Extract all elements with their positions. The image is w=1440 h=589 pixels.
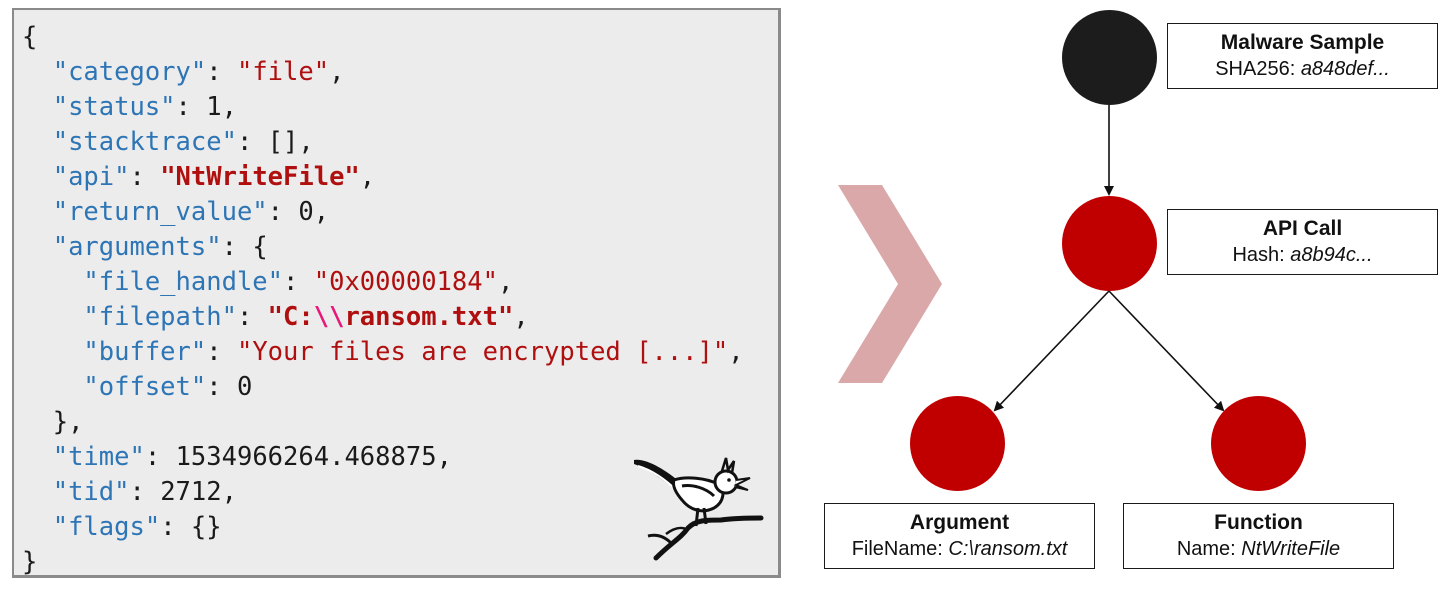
code-line: "offset": 0 — [83, 372, 253, 402]
code-line: "file_handle": "0x00000184", — [83, 267, 514, 297]
label-title: Function — [1214, 511, 1303, 534]
json-code-panel: { "category": "file", "status": 1, "stac… — [12, 8, 781, 578]
label-api-call: API Call Hash: a8b94c... — [1167, 209, 1438, 275]
code-line: }, — [52, 407, 84, 437]
label-title: Argument — [909, 511, 1010, 534]
label-malware-sample: Malware Sample SHA256: a848def... — [1167, 23, 1438, 89]
label-subtitle: Name: NtWriteFile — [1176, 538, 1341, 560]
label-subtitle: Hash: a8b94c... — [1232, 244, 1373, 266]
code-line: "return_value": 0, — [52, 197, 330, 227]
node-argument — [910, 396, 1005, 491]
chevron-right-icon — [838, 185, 942, 383]
label-subtitle: SHA256: a848def... — [1215, 58, 1390, 80]
code-line: "filepath": "C:\\ransom.txt", — [83, 302, 529, 332]
code-line: "buffer": "Your files are encrypted [...… — [83, 337, 744, 367]
label-title: Malware Sample — [1220, 31, 1385, 54]
code-line: "time": 1534966264.468875, — [52, 442, 452, 472]
code-line: "stacktrace": [], — [52, 127, 314, 157]
node-function — [1211, 396, 1306, 491]
code-line: "tid": 2712, — [52, 477, 237, 507]
edge-api-to-function — [1108, 290, 1225, 412]
node-malware-sample — [1062, 10, 1157, 105]
code-line: "arguments": { — [52, 232, 268, 262]
code-line: "category": "file", — [52, 57, 345, 87]
label-function: Function Name: NtWriteFile — [1123, 503, 1394, 569]
label-argument: Argument FileName: C:\ransom.txt — [824, 503, 1095, 569]
bird-on-branch-icon — [634, 457, 764, 561]
node-api-call — [1062, 196, 1157, 291]
code-line: "flags": {} — [52, 512, 222, 542]
code-line: "status": 1, — [52, 92, 237, 122]
json-code: { "category": "file", "status": 1, "stac… — [22, 20, 744, 580]
label-title: API Call — [1262, 217, 1343, 240]
code-line: } — [22, 547, 38, 577]
code-line: { — [22, 22, 38, 52]
edge-api-to-argument — [993, 290, 1110, 412]
label-subtitle: FileName: C:\ransom.txt — [851, 538, 1068, 560]
code-line: "api": "NtWriteFile", — [52, 162, 376, 192]
